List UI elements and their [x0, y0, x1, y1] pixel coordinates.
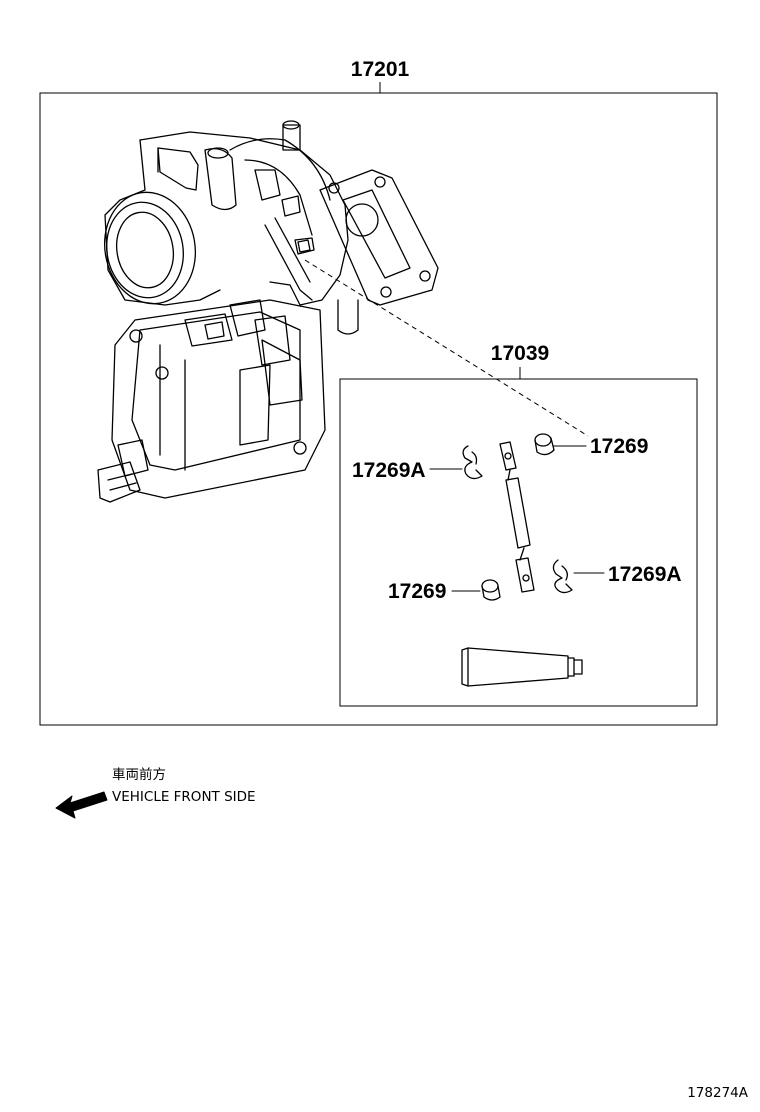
bushing-top-part-number[interactable]: 17269	[590, 435, 648, 458]
bushing-bottom-part-number[interactable]: 17269	[388, 580, 446, 603]
clip-left-part-number[interactable]: 17269A	[352, 459, 426, 482]
assembly-part-number[interactable]: 17201	[351, 58, 410, 81]
kit-frame	[339, 367, 698, 707]
turbocharger-illustration	[97, 120, 439, 503]
leader-dashed	[304, 259, 589, 437]
actuator-rod-icon	[499, 441, 535, 593]
front-direction-arrow-icon	[55, 791, 108, 819]
bushing-top-icon	[534, 433, 587, 456]
assembly-frame	[39, 82, 718, 726]
bushing-bottom-icon	[451, 579, 501, 601]
grease-tube-icon	[461, 647, 583, 687]
clip-right-part-number[interactable]: 17269A	[608, 563, 682, 586]
kit-part-number[interactable]: 17039	[491, 342, 549, 365]
direction-note-english: VEHICLE FRONT SIDE	[112, 789, 256, 805]
illustration-id: 178274A	[687, 1085, 749, 1101]
vehicle-front-note: 車両前方 VEHICLE FRONT SIDE	[55, 766, 256, 819]
clip-right-icon	[552, 559, 605, 594]
clip-left-icon	[429, 445, 483, 480]
direction-note-japanese: 車両前方	[112, 766, 166, 783]
